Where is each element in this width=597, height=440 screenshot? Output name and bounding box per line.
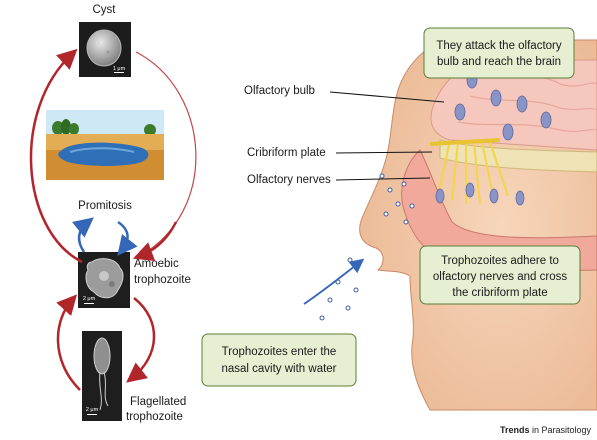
amoebic-label-2: trophozoite <box>134 274 191 286</box>
amoebic-scale: 2 μm <box>83 296 96 302</box>
olfactory-bulb-label: Olfactory bulb <box>244 85 315 97</box>
olfactory-bulb-leader <box>329 91 445 103</box>
callout-enter-line2: nasal cavity with water <box>221 363 336 375</box>
arrow-flagellate-to-amoeba <box>56 294 81 391</box>
callout-brain: They attack the olfactory bulb and reach… <box>423 27 575 79</box>
arrow-cyst-to-trophozoite-line <box>135 51 197 257</box>
cribriform-plate-label: Cribriform plate <box>247 147 326 159</box>
promitosis-arrow-right <box>117 220 138 256</box>
head-illustration <box>303 39 597 411</box>
olfactory-nerves-leader <box>335 177 431 181</box>
journal-credit: Trends in Parasitology <box>500 425 592 435</box>
callout-enter-line1: Trophozoites enter the <box>222 346 337 358</box>
flagellated-label-1: Flagellated <box>130 396 186 408</box>
journal-credit-bold: Trends <box>500 425 530 435</box>
arrow-amoeba-to-flagellate <box>126 297 156 383</box>
callout-adhere-line1: Trophozoites adhere to <box>441 255 559 267</box>
arrow-trophozoite-to-cyst <box>29 48 83 264</box>
flagellated-image: 2 μm <box>82 331 122 421</box>
flagellated-label-2: trophozoite <box>126 411 183 423</box>
anatomy-labels: Olfactory bulb Cribriform plate Olfactor… <box>244 85 445 186</box>
promitosis-label: Promitosis <box>78 200 132 212</box>
amoebic-image: 2 μm <box>78 252 130 308</box>
water-entry-arrow <box>303 258 365 305</box>
water-landscape-image <box>46 110 164 180</box>
cyst-scale: 1 μm <box>113 66 126 72</box>
life-cycle: Cyst 1 μm Promitosis <box>29 4 197 423</box>
flagellated-scale: 2 μm <box>86 407 99 413</box>
callout-enter: Trophozoites enter the nasal cavity with… <box>201 333 357 387</box>
callout-brain-line1: They attack the olfactory <box>436 40 562 52</box>
cyst-label: Cyst <box>93 4 117 16</box>
callout-adhere-line3: the cribriform plate <box>452 287 547 299</box>
amoebic-label-1: Amoebic <box>134 258 179 270</box>
callout-adhere-line2: olfactory nerves and cross <box>433 271 567 283</box>
arrow-cyst-to-trophozoite <box>132 221 178 261</box>
cyst-image: 1 μm <box>79 22 131 77</box>
cribriform-plate-leader <box>335 151 433 154</box>
callout-adhere: Trophozoites adhere to olfactory nerves … <box>419 245 581 305</box>
olfactory-nerves-label: Olfactory nerves <box>247 174 331 186</box>
callout-brain-line2: bulb and reach the brain <box>437 56 561 68</box>
promitosis-arrow-left <box>71 217 94 253</box>
journal-credit-rest: in Parasitology <box>529 425 591 435</box>
